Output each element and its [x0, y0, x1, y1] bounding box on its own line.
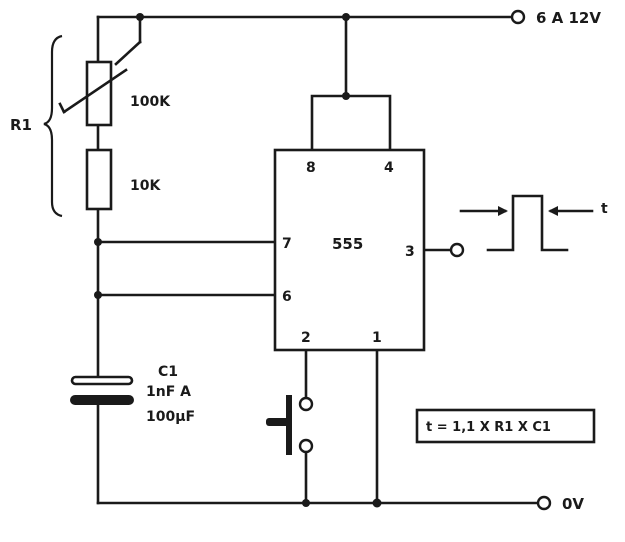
capacitor-top-plate — [70, 375, 134, 386]
junction-dot — [372, 498, 382, 508]
positive-supply-terminal — [510, 9, 526, 25]
r1-label: R1 — [10, 116, 32, 134]
r1-brace — [43, 34, 63, 218]
pin-2-label: 2 — [301, 330, 311, 346]
fixed-resistor-body — [85, 148, 113, 211]
output-pulse-waveform — [486, 194, 569, 252]
ic-555-body — [273, 148, 426, 352]
switch-contact-top — [298, 396, 314, 412]
ground-label: 0V — [562, 495, 584, 513]
pin-3-label: 3 — [405, 244, 415, 260]
junctions — [94, 13, 382, 508]
output-terminal — [449, 242, 465, 258]
junction-dot — [94, 238, 102, 246]
capacitor-value-line1: 1nF A — [146, 384, 191, 400]
pin-6-label: 6 — [282, 289, 292, 305]
positive-supply-label: 6 A 12V — [536, 9, 601, 27]
junction-dot — [342, 92, 350, 100]
junction-dot — [94, 291, 102, 299]
switch-contact-bottom — [298, 438, 314, 454]
pulse-width-arrowhead-right — [548, 206, 558, 216]
potentiometer-arrow-tick — [58, 102, 66, 114]
fixed-resistor-value-label: 10K — [130, 178, 161, 194]
junction-dot — [136, 13, 144, 21]
pin8-pin4-loop-wire — [310, 94, 392, 152]
pulse-width-label: t — [601, 201, 608, 217]
capacitor-bottom-plate — [70, 395, 134, 405]
capacitor-name-label: C1 — [158, 364, 178, 380]
potentiometer-arrow — [62, 68, 128, 114]
pulse-width-arrowhead-left — [498, 206, 508, 216]
pin-4-label: 4 — [384, 160, 394, 176]
capacitor-value-line2: 100µF — [146, 409, 195, 425]
junction-dot — [342, 13, 350, 21]
ic-name-label: 555 — [332, 235, 363, 253]
pot-wiper-diagonal-wire — [114, 40, 142, 66]
switch-push-button — [266, 418, 290, 426]
formula-text: t = 1,1 X R1 X C1 — [426, 420, 551, 435]
pin-7-label: 7 — [282, 236, 292, 252]
junction-dot — [302, 499, 310, 507]
formula-box — [415, 408, 596, 444]
ground-terminal — [536, 495, 552, 511]
pin-8-label: 8 — [306, 160, 316, 176]
pin-1-label: 1 — [372, 330, 382, 346]
potentiometer-value-label: 100K — [130, 94, 171, 110]
